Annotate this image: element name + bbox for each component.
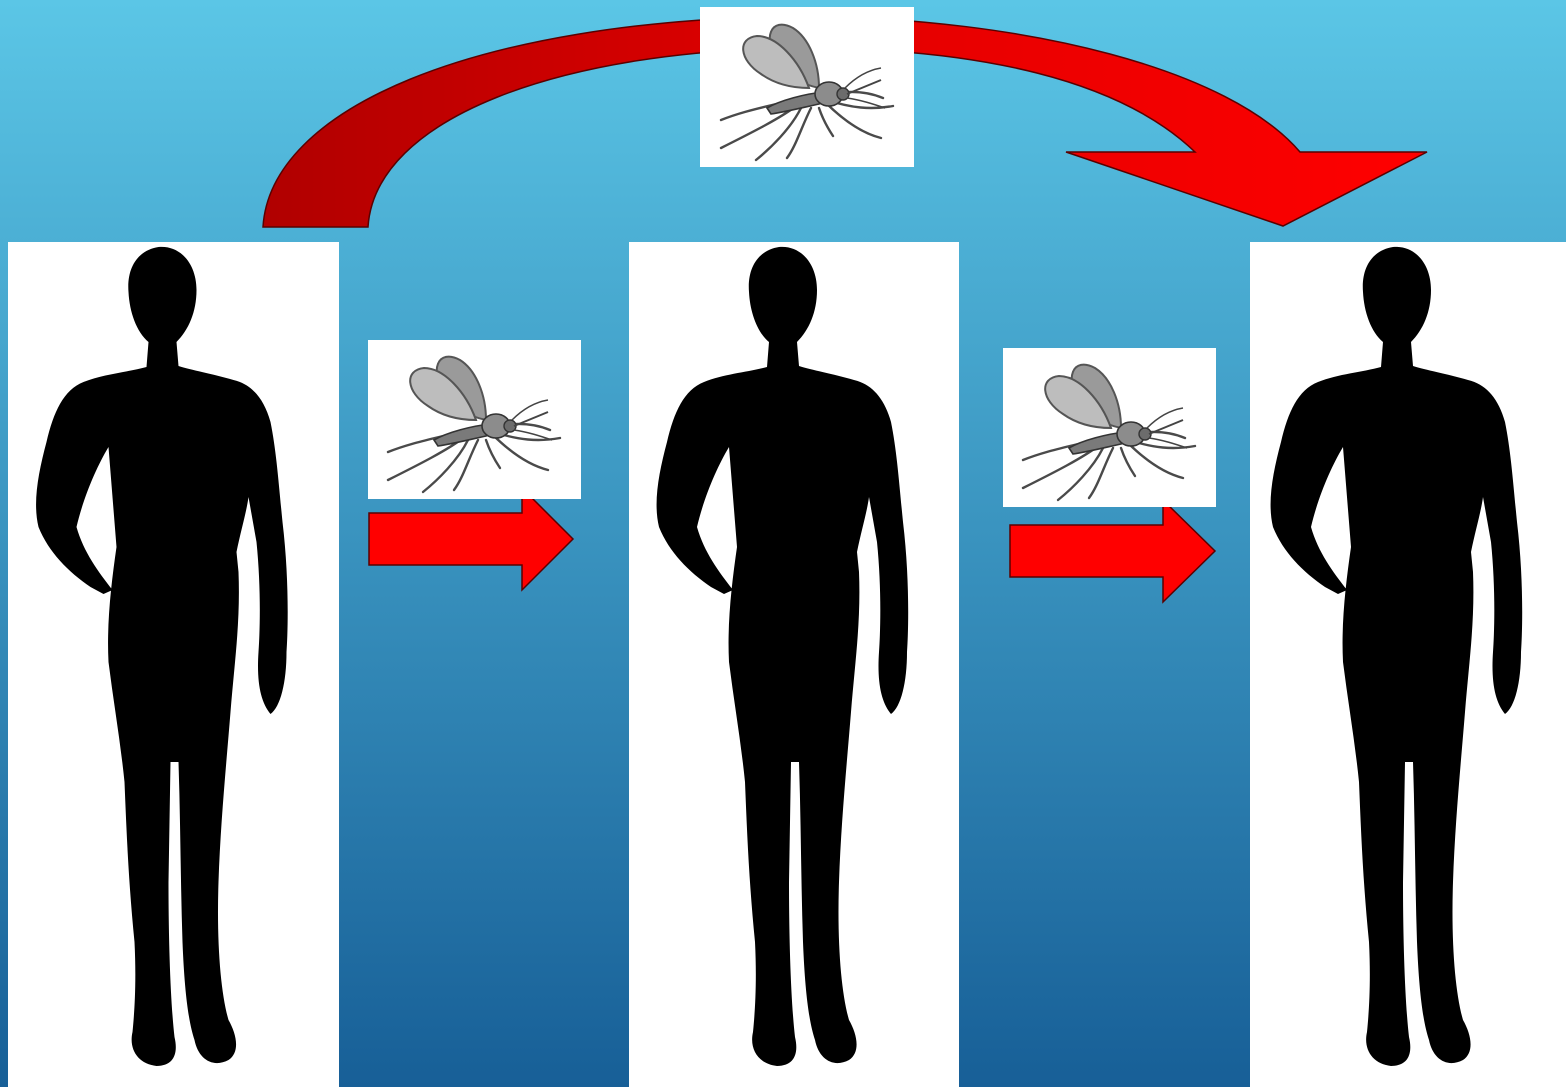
person-3: [1250, 242, 1566, 1087]
mosquito-top: [700, 7, 914, 167]
mosquito-right: [1003, 348, 1216, 507]
mosquito-left: [368, 340, 581, 499]
person-2: [629, 242, 959, 1087]
person-1: [8, 242, 339, 1087]
